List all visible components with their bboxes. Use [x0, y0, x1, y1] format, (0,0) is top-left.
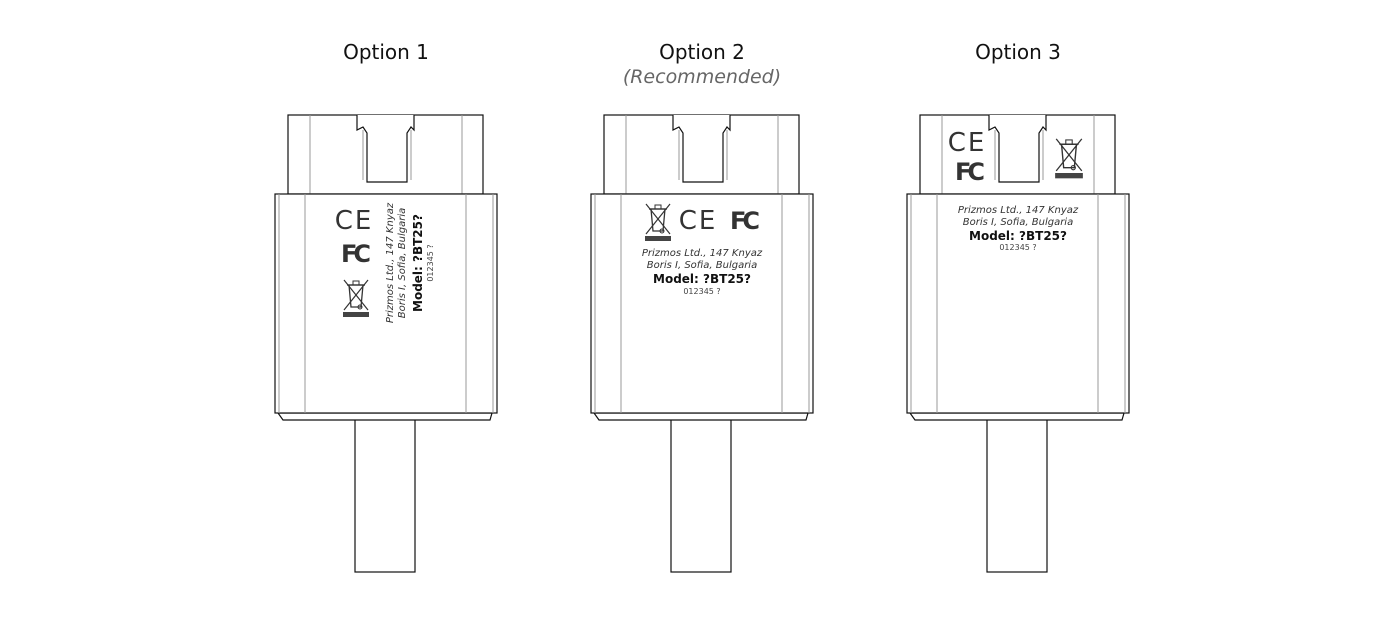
address-line-2: Boris I, Sofia, Bulgaria: [397, 208, 408, 318]
address-line-2: Boris I, Sofia, Bulgaria: [647, 260, 757, 271]
ce-mark-icon: CE: [948, 128, 987, 158]
option-title: Option 2: [659, 40, 745, 64]
address-line-2: Boris I, Sofia, Bulgaria: [963, 217, 1073, 228]
serial-number: 012345 ?: [999, 243, 1036, 252]
option-1: Option 1 CE FC Prizmos Ltd., 147 Knyaz B…: [275, 40, 497, 572]
device-outline: [907, 115, 1129, 572]
fcc-mark-icon: FC: [955, 158, 984, 186]
address-line-1: Prizmos Ltd., 147 Knyaz: [385, 202, 396, 323]
device-outline: [591, 115, 813, 572]
serial-number: 012345 ?: [426, 244, 435, 281]
model-label: Model: ?BT25?: [969, 229, 1067, 243]
option-title: Option 3: [975, 40, 1061, 64]
option-title: Option 1: [343, 40, 429, 64]
address-line-1: Prizmos Ltd., 147 Knyaz: [642, 248, 763, 259]
fcc-mark-icon: FC: [341, 240, 370, 268]
option-subtitle: (Recommended): [623, 66, 781, 88]
option-3: Option 3 CE FC Prizmos Ltd., 147 Knyaz B…: [907, 40, 1129, 572]
fcc-mark-icon: FC: [730, 207, 759, 235]
ce-mark-icon: CE: [335, 206, 374, 236]
serial-number: 012345 ?: [683, 287, 720, 296]
option-2: Option 2 (Recommended) CE FC Prizmos Ltd…: [591, 40, 813, 572]
ce-mark-icon: CE: [679, 206, 718, 236]
model-label: Model: ?BT25?: [411, 214, 425, 312]
address-line-1: Prizmos Ltd., 147 Knyaz: [958, 205, 1079, 216]
device-outline: [275, 115, 497, 572]
model-label: Model: ?BT25?: [653, 272, 751, 286]
